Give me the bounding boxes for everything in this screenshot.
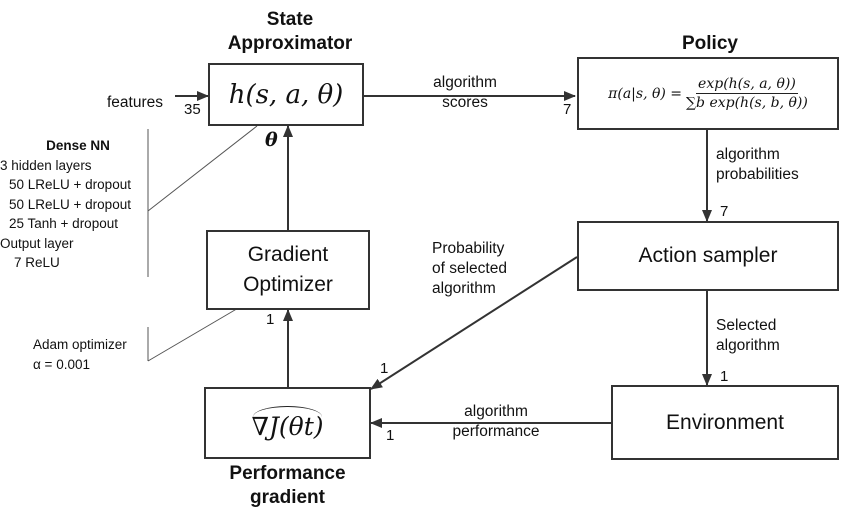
adam-line-1: Adam optimizer [33,337,127,352]
dense-nn-leader [147,125,258,212]
features-dim: 35 [184,101,201,118]
dense-nn-line-4: 25 Tanh + dropout [9,216,118,231]
gradient-optimizer-line-1: Gradient [247,243,329,266]
theta-label: θ [265,129,278,151]
scores-dim: 7 [563,101,572,118]
algorithm-scores-line-2: scores [442,94,488,111]
probability-selected-line-3: algorithm [432,280,496,297]
probability-selected-line-1: Probability [432,240,505,257]
dense-nn-line-2: 50 LReLU + dropout [9,177,131,192]
probs-dim: 7 [720,203,729,220]
performance-gradient-title: Performance gradient [229,463,346,508]
gradient-optimizer-line-2: Optimizer [243,273,333,296]
environment-box: Environment [611,385,839,460]
adam-line-2: α = 0.001 [33,356,90,372]
state-approximator-box: h(s, a, θ) [208,63,364,126]
adam-annotation: Adam optimizer α = 0.001 [33,335,127,374]
policy-numerator: exp(h(s, a, θ)) [696,76,798,94]
policy-title: Policy [682,33,738,54]
algorithm-performance-line-2: performance [452,423,540,440]
algorithm-probabilities-line-1: algorithm [716,146,780,163]
algorithm-scores-line-1: algorithm [433,74,497,91]
grad-to-opt-dim: 1 [266,311,275,328]
arrow-probability-selected [370,256,578,390]
algorithm-performance-label: algorithm performance [446,402,546,442]
dense-nn-title: Dense NN [46,138,110,153]
dense-nn-line-1: 3 hidden layers [0,157,92,173]
selected-algorithm-label: Selected algorithm [716,316,780,356]
performance-gradient-box: ∇J(θt) [204,387,371,459]
action-sampler-box: Action sampler [577,221,839,291]
environment-label: Environment [666,410,784,434]
performance-gradient-formula: ∇J(θt) [251,405,324,441]
algorithm-performance-line-1: algorithm [464,403,528,420]
selected-algorithm-line-1: Selected [716,317,777,334]
probability-selected-line-2: of selected [432,260,507,277]
adam-leader [147,306,241,362]
algorithm-probabilities-label: algorithm probabilities [716,145,799,185]
prob-to-grad-dim: 1 [380,360,389,377]
policy-box: π(a|s, θ) = exp(h(s, a, θ)) ∑b exp(h(s, … [577,57,839,130]
features-label: features [107,94,164,111]
selected-dim: 1 [720,368,729,385]
policy-denominator: ∑b exp(h(s, b, θ)) [686,95,808,111]
algorithm-probabilities-line-2: probabilities [716,166,799,183]
selected-algorithm-line-2: algorithm [716,337,780,354]
policy-fraction: exp(h(s, a, θ)) ∑b exp(h(s, b, θ)) [686,76,808,111]
action-sampler-label: Action sampler [638,244,778,267]
probability-selected-label: Probability of selected algorithm [432,239,507,299]
dense-nn-annotation: Dense NN 3 hidden layers 50 LReLU + drop… [0,136,146,273]
state-approximator-title: State Approximator [227,9,353,54]
state-approximator-formula: h(s, a, θ) [228,79,344,110]
dense-nn-line-3: 50 LReLU + dropout [9,196,131,212]
algorithm-scores-label: algorithm scores [420,73,510,113]
perf-to-grad-dim: 1 [386,427,395,444]
policy-lhs: π(a|s, θ) = [608,85,683,102]
gradient-optimizer-box: Gradient Optimizer [206,230,370,310]
dense-nn-line-5: Output layer [0,235,74,251]
dense-nn-line-6: 7 ReLU [14,255,60,270]
